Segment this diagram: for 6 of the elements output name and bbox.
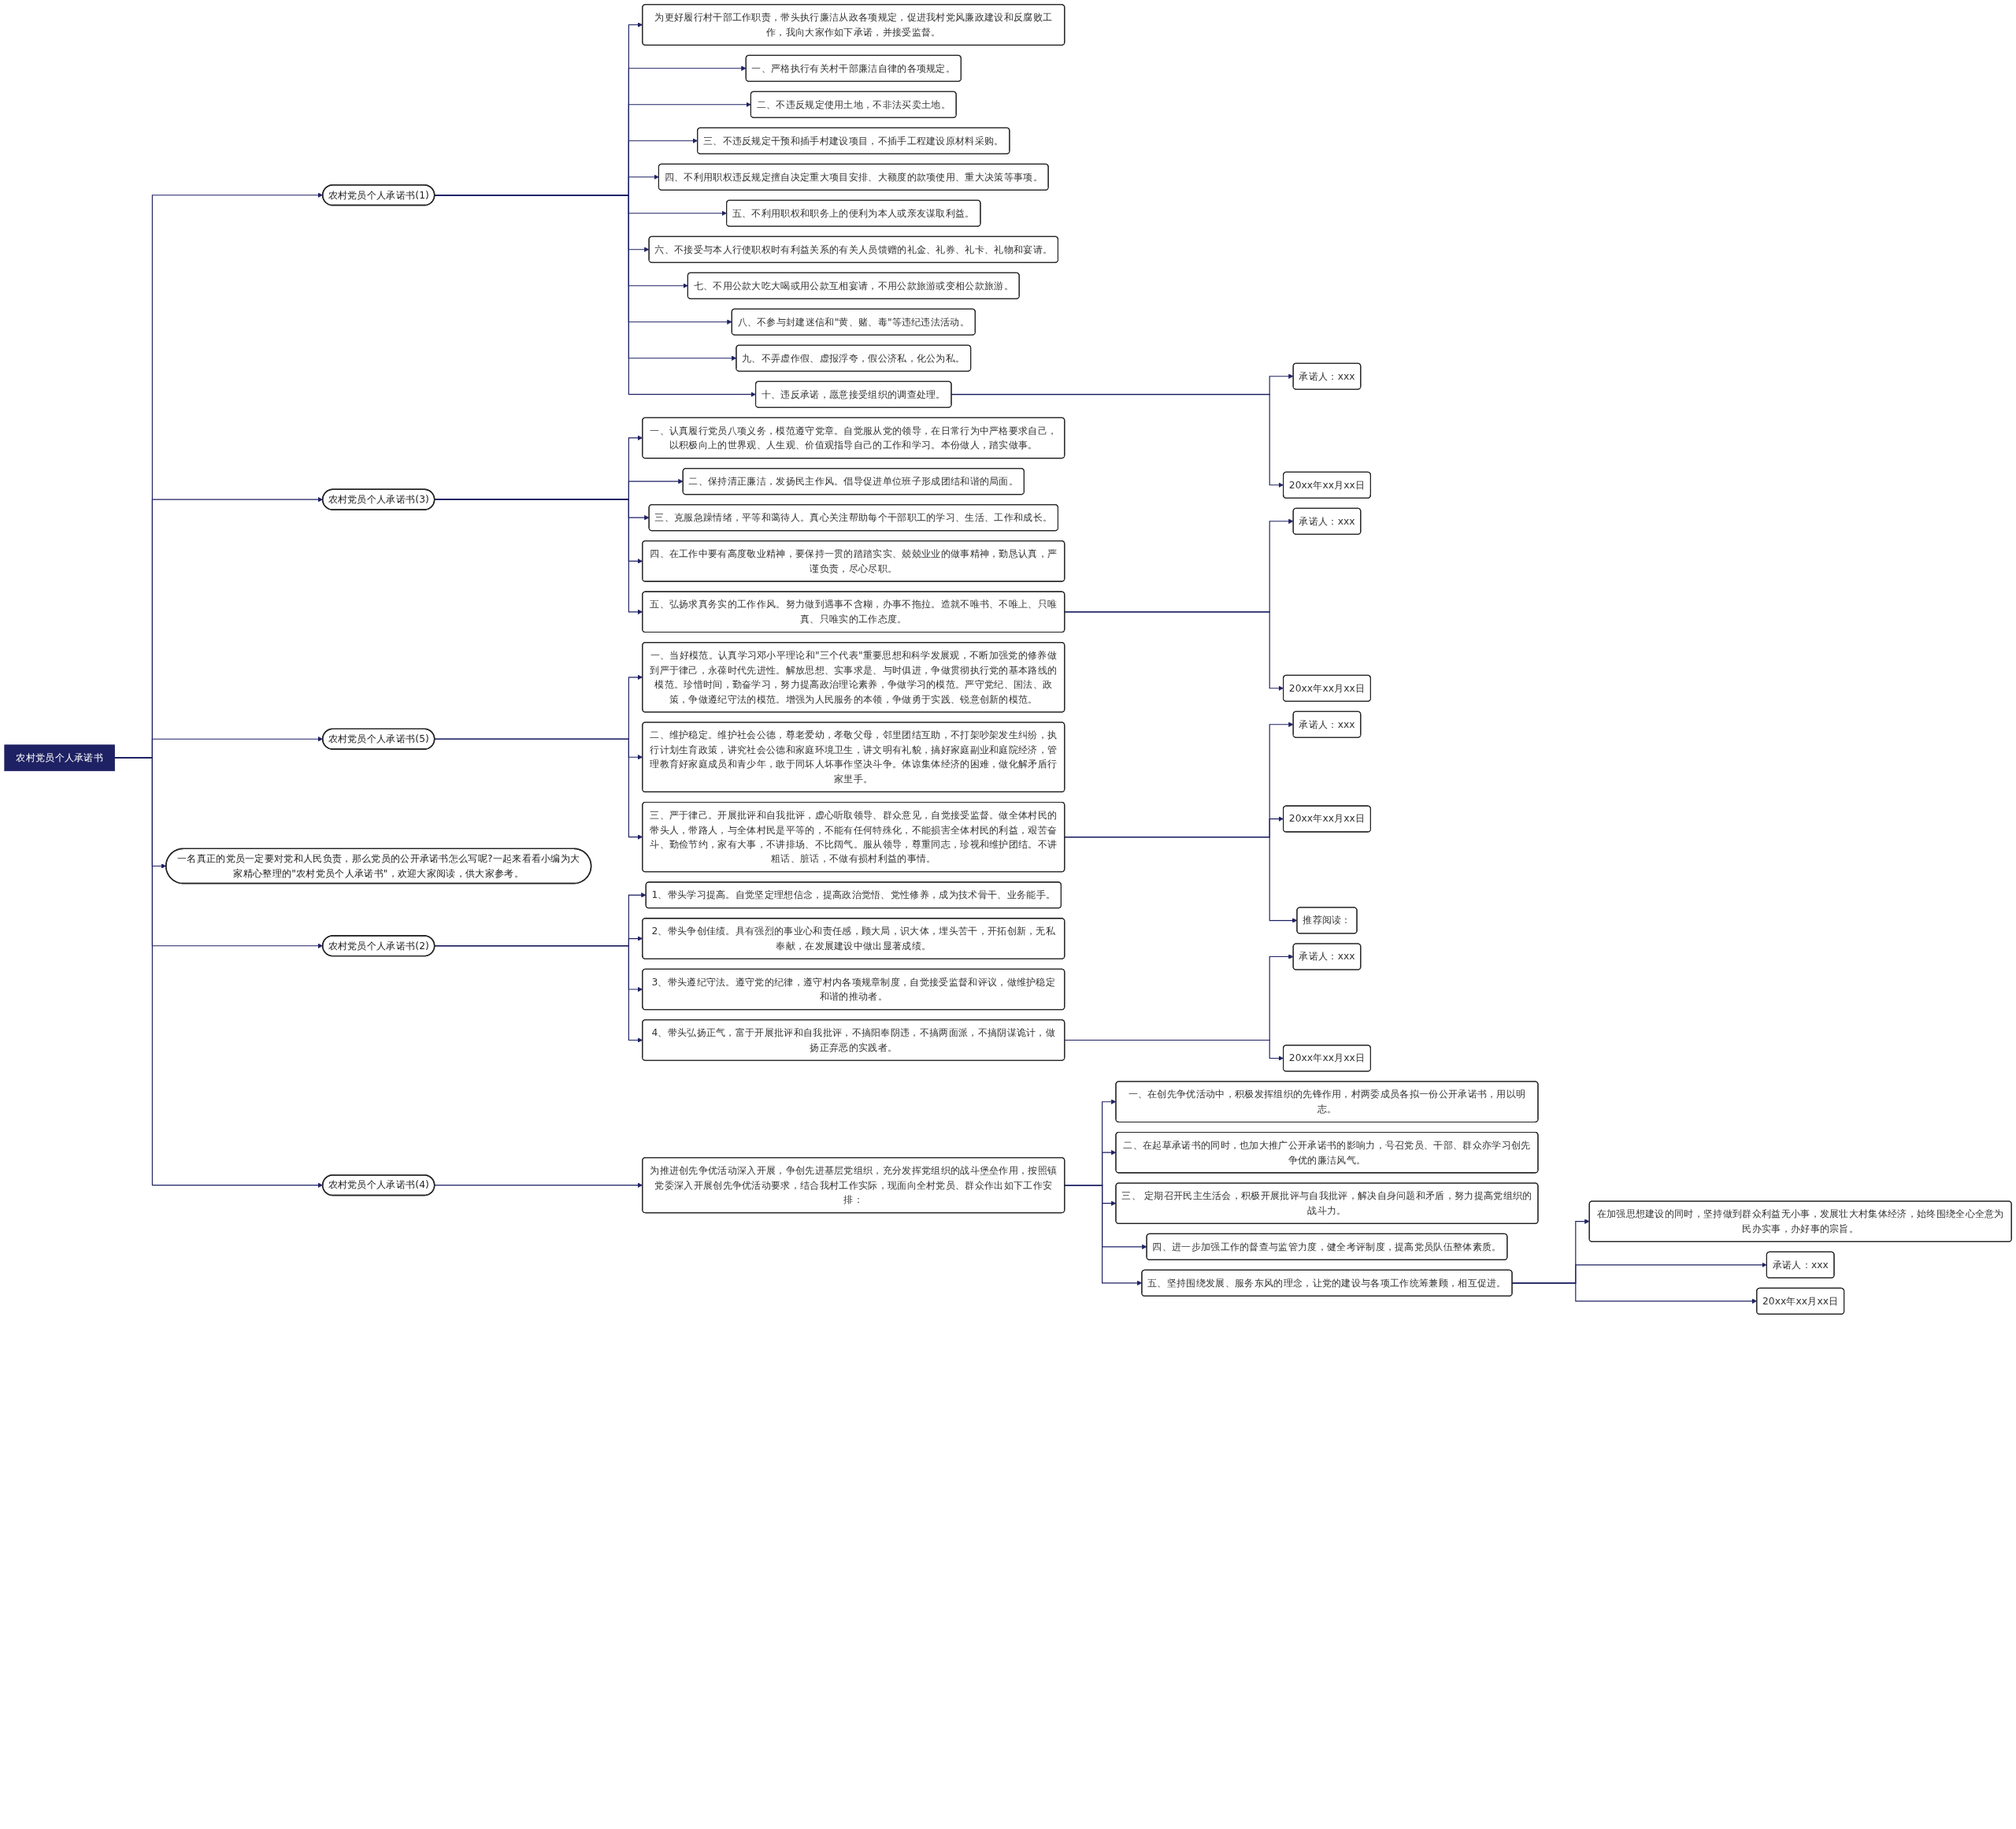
arrow	[114, 757, 323, 1188]
arrow	[1064, 611, 1284, 691]
mind-map-diagram: 农村党员个人承诺书 农村党员个人承诺书(1) 为更好履行村干部工作职责，带头执行廉洁从政各项规定，促进我村党风廉政建设和反腐败工作，我向大家作如下承诺，并接受监督。 一、严格执行有关村干部廉洁自律的各项规定。 二、不违反规定使用土地，不非法买卖土地。 三、不违反规定干预和插手村建设项目，不插手工程建设原材料采购。 四、不利用职权违反规定擅自决定重大项目安排、大额度的款项使用、重大决策等事项。 五、不利用职权和职务上的便利为本人或亲友谋取利益。 六、不接受与本人行使职权时有利益关系的有关人员馈赠的礼金、礼券、礼卡、礼物和宴请。 七、不用公款大吃大喝或用公款互相宴请，不用公款旅游或变相公款旅游。 八、不参与封建迷信和"黄、赌、毒"等违纪违法活动。 九、不弄虚作假、虚报浮夸，假公济私，化公为私。 十、违反承诺，愿意接受组织的调查处理。 承诺人：xxx 20xx年xx月xx日 农村党员个人承诺书(3) 一、认真履行党员八项义务，模范遵守党章。自觉服从党的领导，在日常行为中严格要求自己，以积极向上的世界观、人生观、价值观指导自己的工作和学习。本份做人，踏实做事。 二、保持清正廉洁，发扬民主作风。倡导促进单位班子形成团结和谐的局面。 三、克服急躁情绪，平等和蔼待人。真心关注帮助每个干部职工的学习、生活、工作和成长。 四、在工作中要有高度敬业精神，要保持一贯的踏踏实实、兢兢业业的做事精神，勤恳认真，严谨负责，尽心尽职。 五、弘扬求真务实的工作作风。努力做到遇事不含糊，办事不拖拉。造就不唯书、不唯上、只唯真、只唯实的工作态度。 承诺人：xxx 20xx年xx月xx日 农村党员个人承诺书(5) 一、当好模范。认真学习邓小平理论和"三个代表"重要思想和科学发展观，不断加强党的修养做到严于律己，永葆时代先进性。解放思想、实事求是、与时俱进，争做贯彻执行党的基本路线的模范。珍惜时间，勤奋学习，努力提高政治理论素养，争做学习的模范。严守党纪、国法、政策，争做遵纪守法的模范。增强为人民服务的本领，争做勇于实践、锐意创新的模范。 二、维护稳定。维护社会公德，尊老爱幼，孝敬父母，邻里团结互助，不打架吵架发生纠纷，执行计划生育政策，讲究社会公德和家庭环境卫生，讲文明有礼貌，搞好家庭副业和庭院经济，管理教育好家庭成员和青少年，敢于同坏人坏事作坚决斗争。体谅集体经济的困难，做化解矛盾行家里手。 三、严于律己。开展批评和自我批评，虚心听取领导、群众意见，自觉接受监督。做全体村民的带头人，带路人，与全体村民是平等的，不能有任何特殊化，不能损害全体村民的利益，艰苦奋斗、勤俭节约，家有大事，不讲排场、不比阔气。服从领导，尊重同志，珍视和维护团结。不讲粗话、脏话，不做有损村利益的事情。 承诺人：xxx 20xx年xx月xx日 推荐阅读： 一名真正的党员一定要对党和人民负责，那么党员的公开承诺书怎么写呢?一起来看看小编为大家精心整理的"农村党员个人承诺书"，欢迎大家阅读，供大家参考。 农村党员个人承诺书(2) 1、带头学习提高。自觉坚定理想信念，提高政治觉悟、党性修养，成为技术骨干、业务能手。 2、带头争创佳绩。具有强烈的事业心和责任感，顾大局，识大体，埋头苦干，开拓创新，无私奉献，在发展建设中做出显著成绩。 3、带头遵纪守法。遵守党的纪律，遵守村内各项规章制度，自觉接受监督和评议，做维护稳定和谐的推动者。 4、带头弘扬正气，富于开展批评和自我批评，不搞阳奉阴违，不搞两面派，不搞阴谋诡计，做扬正弃恶的实践者。 承诺人：xxx 20xx年xx月xx日 农村党员个人承诺书(4) 为推进创先争优活动深入开展，争创先进基层党组织，充分发挥党组织的战斗堡垒作用，按照镇党委深入开展创先争优活动要求，结合我村工作实际，现面向全村党员、群众作出如下工作安排： 一、在创先争优活动中，积极发挥组织的先锋作用，村两委成员各拟一份公开承诺书，用以明志。 二、在起草承诺书的同时，也加大推广公开承诺书的影响力，号召党员、干部、群众亦学习创先争优的廉洁风气。 三、 定期召开民主生活会，积极开展批评与自我批评，解决自身问题和矛盾，努力提高党组织的战斗力。 四、进一步加强工作的督查与监管力度，健全考评制度，提高党员队伍整体素质。 五、坚持围绕发展、服务东风的理念，让党的建设与各项工作统筹兼顾，相互促进。 在加强思想建设的同时，坚持做到群众利益无小事，发展壮大村集体经济，始终围绕全心全意为民办实事，办好事的宗旨。 承诺人：xxx 20xx年xx月xx日	[0, 0, 2016, 1319]
arrow	[1064, 1039, 1284, 1061]
node-box	[4, 744, 115, 772]
arrow	[434, 195, 756, 397]
